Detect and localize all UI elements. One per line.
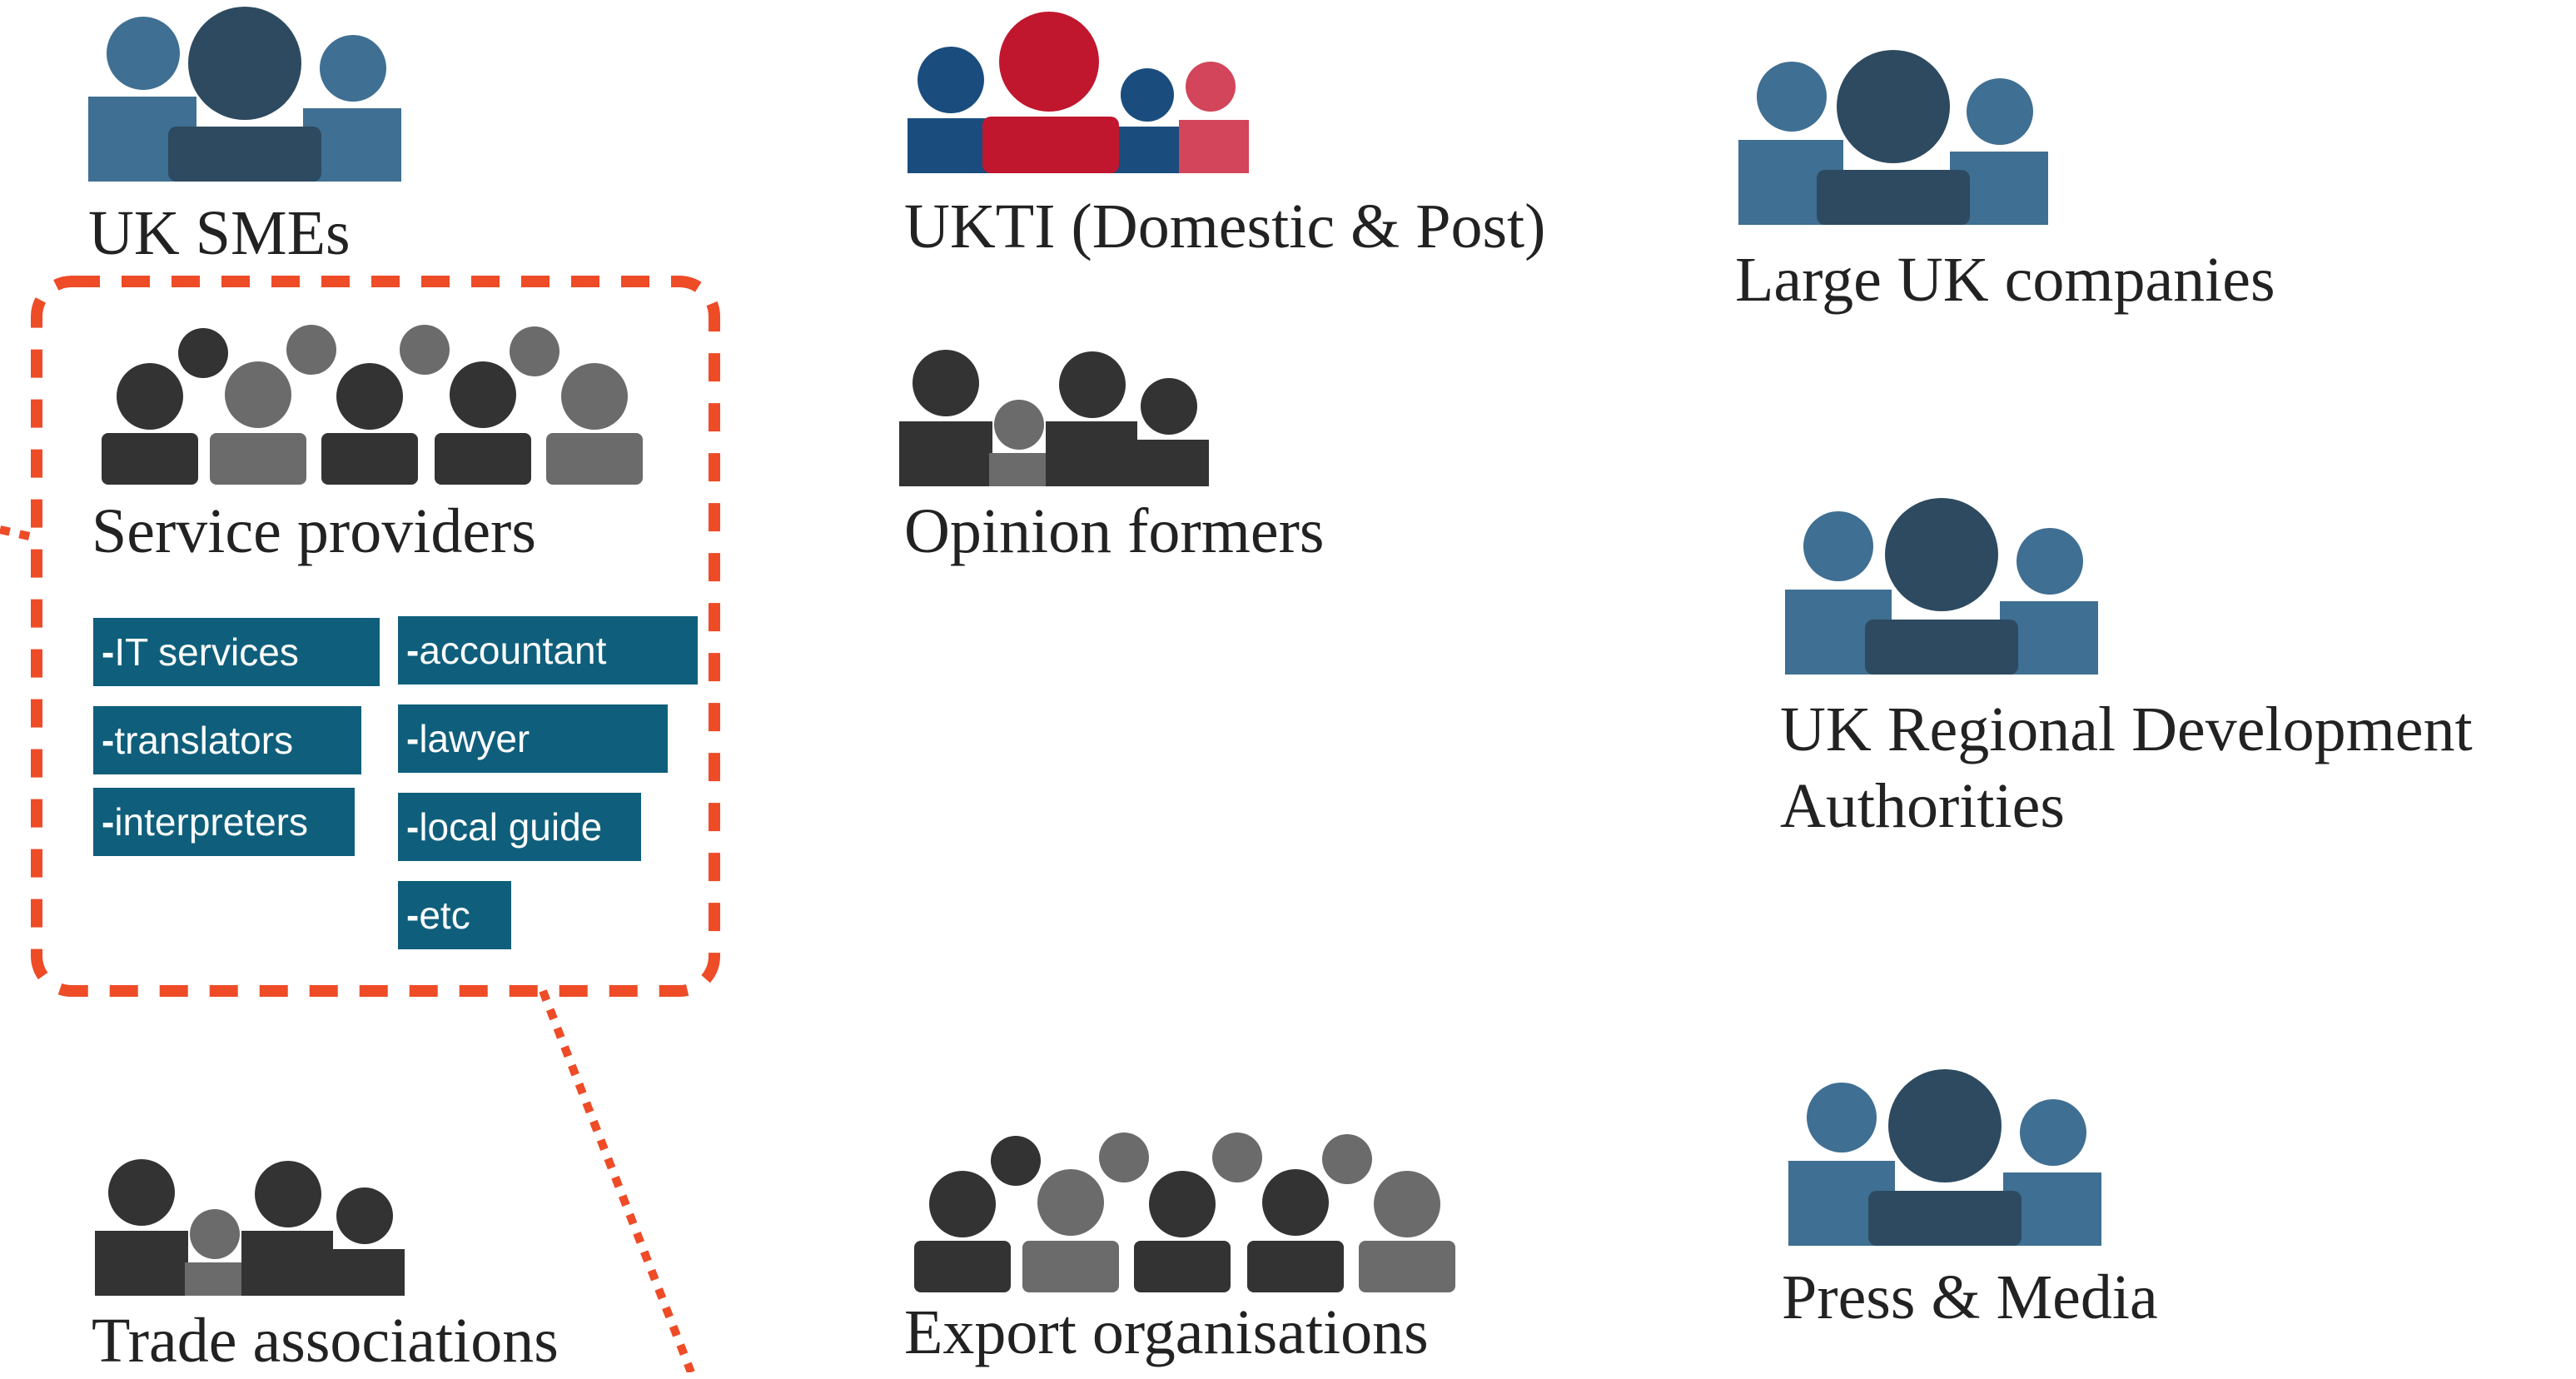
tag-local-guide: -local guide — [398, 793, 641, 861]
people-blue-icon — [88, 7, 401, 182]
uk-smes-label: UK SMEs — [88, 198, 351, 268]
group-trade-associations — [95, 1159, 405, 1296]
people-gray-icon — [95, 1159, 405, 1296]
tag-it-services: -IT services — [93, 618, 380, 686]
crowd-gray-icon — [102, 325, 643, 485]
tag-interpreters: -interpreters — [93, 788, 355, 856]
group-press-media — [1788, 1069, 2101, 1246]
group-opinion-formers — [899, 350, 1209, 486]
people-gray-icon — [899, 350, 1209, 486]
tag-translators: -translators — [93, 706, 361, 774]
press-media-label: Press & Media — [1782, 1262, 2158, 1332]
tag-etc: -etc — [398, 881, 511, 949]
connector-line-bottom — [539, 989, 695, 1372]
tag-accountant: -accountant — [398, 616, 698, 685]
people-red-blue-icon — [908, 12, 1249, 173]
service-providers-label: Service providers — [92, 496, 536, 566]
group-ukti — [908, 10, 1249, 173]
connector-line-left — [0, 525, 38, 542]
people-blue-icon — [1738, 50, 2048, 225]
group-large-uk-companies — [1738, 48, 2048, 225]
large-uk-companies-label: Large UK companies — [1735, 245, 2275, 315]
group-uk-regional — [1785, 498, 2098, 675]
export-organisations-label: Export organisations — [904, 1297, 1429, 1367]
trade-associations-label: Trade associations — [92, 1306, 559, 1376]
uk-regional-label-line2: Authorities — [1780, 771, 2065, 841]
group-export-organisations — [911, 1133, 1455, 1292]
group-uk-smes — [88, 5, 401, 182]
opinion-formers-label: Opinion formers — [904, 496, 1325, 566]
crowd-gray-icon — [914, 1133, 1455, 1292]
ukti-label: UKTI (Domestic & Post) — [904, 192, 1546, 261]
people-blue-icon — [1788, 1069, 2101, 1246]
group-service-providers — [98, 325, 643, 485]
uk-regional-label-line1: UK Regional Development — [1780, 694, 2473, 764]
people-blue-icon — [1785, 498, 2098, 675]
tag-lawyer: -lawyer — [398, 704, 668, 773]
